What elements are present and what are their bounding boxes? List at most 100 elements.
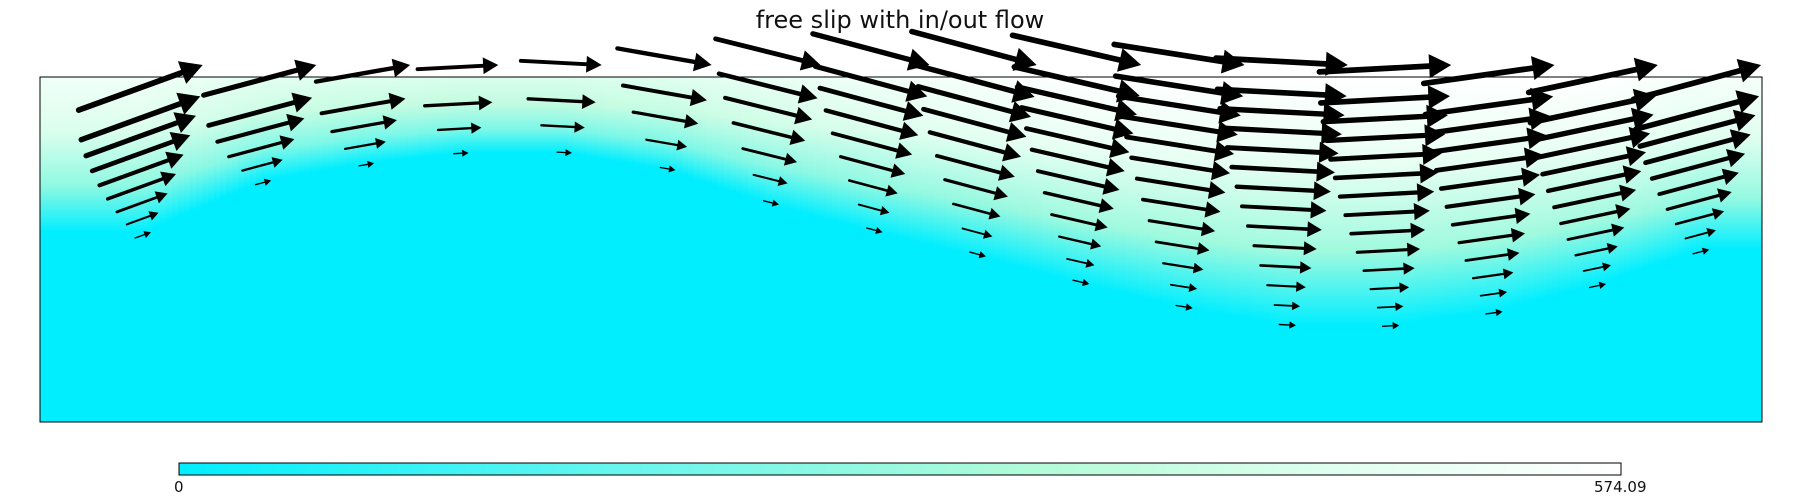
- velocity-arrow: [1420, 56, 1555, 87]
- speed-field-strip: [1696, 77, 1703, 422]
- velocity-arrow: [1320, 104, 1448, 128]
- arrow-shaft: [1252, 244, 1307, 250]
- arrow-shaft: [1637, 117, 1741, 149]
- arrow-head: [1307, 221, 1322, 237]
- velocity-arrow: [1552, 184, 1637, 210]
- speed-field-strip: [46, 77, 53, 422]
- speed-field-strip: [1066, 77, 1073, 422]
- arrow-head: [1531, 56, 1555, 80]
- arrow-head: [391, 58, 411, 78]
- speed-field-strip: [934, 77, 941, 422]
- arrow-head: [1628, 126, 1651, 149]
- arrow-head: [684, 114, 699, 129]
- speed-field-strip: [256, 77, 263, 422]
- arrow-shaft: [313, 65, 398, 84]
- arrow-shaft: [1450, 213, 1520, 227]
- arrow-shaft: [1154, 240, 1201, 251]
- arrow-shaft: [909, 28, 1021, 63]
- arrow-head: [1419, 163, 1439, 184]
- arrow-shaft: [866, 227, 878, 232]
- velocity-arrow: [1657, 168, 1739, 197]
- speed-field-strip: [184, 77, 191, 422]
- arrow-head: [462, 149, 469, 157]
- arrow-shaft: [1559, 209, 1620, 226]
- arrow-head: [1424, 124, 1446, 147]
- arrow-head: [1213, 140, 1235, 162]
- speed-field-strip: [196, 77, 203, 422]
- arrow-shaft: [78, 100, 186, 143]
- arrow-shaft: [716, 71, 805, 97]
- speed-field-strip: [88, 77, 95, 422]
- velocity-arrow: [723, 95, 813, 125]
- arrow-shaft: [1175, 304, 1188, 308]
- speed-field-strip: [370, 77, 377, 422]
- velocity-arrow: [1050, 213, 1108, 232]
- speed-field-strip: [1342, 77, 1349, 422]
- speed-field-strip: [640, 77, 647, 422]
- speed-field-strip: [1282, 77, 1289, 422]
- speed-field-strip: [1660, 77, 1667, 422]
- arrow-shaft: [358, 163, 370, 167]
- speed-field-strip: [442, 77, 449, 422]
- velocity-arrow: [241, 157, 283, 172]
- arrow-head: [471, 122, 482, 134]
- arrow-shaft: [1332, 171, 1425, 181]
- arrow-shaft: [1369, 286, 1402, 291]
- arrow-head: [794, 106, 813, 125]
- arrow-head: [1299, 261, 1312, 274]
- arrow-shaft: [723, 95, 800, 119]
- arrow-shaft: [1224, 145, 1324, 155]
- arrow-shaft: [1337, 190, 1422, 199]
- speed-field-strip: [1744, 77, 1751, 422]
- speed-field-strip: [658, 77, 665, 422]
- speed-field-strip: [1684, 77, 1691, 422]
- velocity-arrow: [952, 202, 1001, 220]
- velocity-arrow: [1024, 126, 1130, 158]
- colorbar-min-label: 0: [174, 478, 184, 496]
- arrow-shaft: [969, 251, 981, 256]
- velocity-arrow: [961, 227, 993, 239]
- velocity-arrow: [1224, 141, 1339, 163]
- arrow-head: [1622, 165, 1642, 184]
- velocity-arrow: [1162, 262, 1204, 274]
- arrow-head: [367, 160, 375, 168]
- speed-field-strip: [124, 77, 131, 422]
- arrow-head: [1102, 178, 1120, 195]
- arrow-head: [143, 231, 151, 238]
- arrow-shaft: [1582, 265, 1605, 272]
- arrow-shaft: [961, 227, 986, 236]
- speed-field-strip: [724, 77, 731, 422]
- arrow-shaft: [915, 84, 1017, 115]
- velocity-arrow: [1433, 147, 1545, 173]
- velocity-arrow: [1643, 129, 1751, 166]
- colorbar: [178, 462, 1622, 476]
- arrow-head: [1316, 161, 1335, 182]
- arrow-head: [1711, 208, 1725, 220]
- velocity-arrow: [313, 58, 411, 84]
- arrow-head: [565, 149, 572, 157]
- arrow-head: [1615, 204, 1631, 220]
- arrow-head: [1706, 228, 1716, 238]
- velocity-arrow: [1029, 147, 1125, 177]
- arrow-shaft: [1259, 264, 1303, 269]
- arrow-head: [1090, 238, 1102, 250]
- velocity-arrow: [817, 85, 924, 121]
- speed-field-strip: [1348, 77, 1355, 422]
- speed-field-strip: [412, 77, 419, 422]
- arrow-head: [1192, 262, 1204, 274]
- speed-field-strip: [1240, 77, 1247, 422]
- arrow-shaft: [1058, 235, 1094, 246]
- arrow-head: [879, 206, 890, 216]
- speed-field-strip: [1108, 77, 1115, 422]
- speed-field-strip: [1456, 77, 1463, 422]
- arrow-shaft: [1674, 212, 1716, 226]
- speed-field-strip: [454, 77, 461, 422]
- arrow-head: [797, 84, 818, 104]
- velocity-arrow: [1332, 163, 1439, 184]
- speed-field-strip: [1072, 77, 1079, 422]
- arrow-head: [1403, 262, 1415, 275]
- arrow-head: [1111, 118, 1134, 140]
- arrow-head: [1395, 302, 1404, 311]
- arrow-head: [1005, 122, 1027, 142]
- arrow-head: [902, 101, 924, 121]
